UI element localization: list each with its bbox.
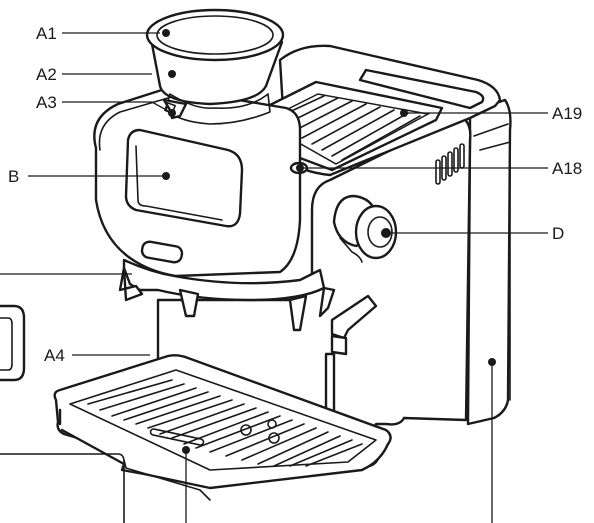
callout-lines: [0, 32, 548, 523]
steam-knob: [332, 194, 398, 263]
left-partial-outline: [0, 304, 26, 382]
grind-lever: [162, 98, 188, 120]
machine-illustration: [0, 8, 512, 523]
callout-labels: A1 A2 A3 B A4 A19 A18 D: [8, 24, 582, 365]
label-d: D: [552, 224, 564, 243]
bean-hopper: [145, 8, 285, 125]
label-a1: A1: [36, 24, 57, 43]
label-a2: A2: [36, 65, 57, 84]
label-a4: A4: [44, 346, 65, 365]
grouphead: [118, 258, 336, 332]
label-a18: A18: [552, 159, 582, 178]
callout-dots: [162, 29, 496, 454]
side-panel: [466, 98, 512, 426]
label-a19: A19: [552, 104, 582, 123]
label-b: B: [8, 167, 19, 186]
display-screen: [124, 128, 244, 228]
machine-base: [123, 459, 211, 501]
label-a3: A3: [36, 93, 57, 112]
screen-button: [140, 240, 184, 264]
